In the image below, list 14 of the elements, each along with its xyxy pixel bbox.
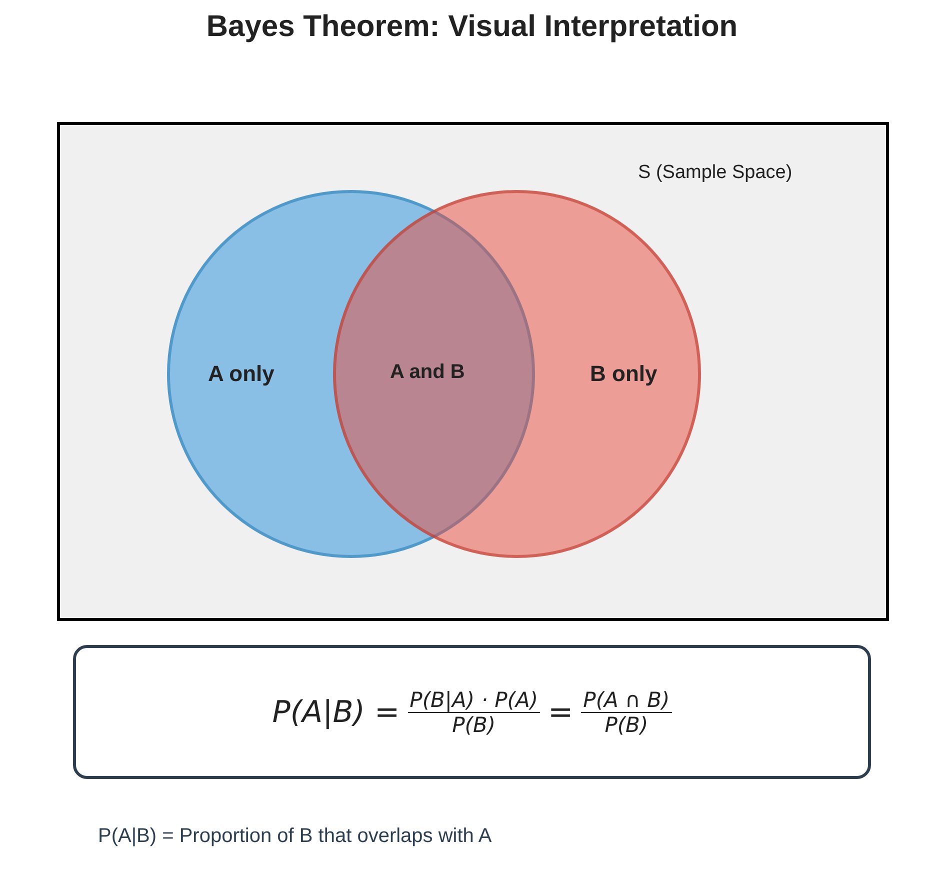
title: Bayes Theorem: Visual Interpretation bbox=[205, 10, 739, 44]
formula-text: = bbox=[548, 694, 574, 730]
fraction-denominator: P(B) bbox=[604, 712, 650, 736]
formula-box bbox=[73, 645, 871, 779]
region-label: B only bbox=[590, 361, 658, 387]
formula-text: P(A|B) = bbox=[272, 694, 400, 730]
fraction-numerator: P(A ∩ B) bbox=[581, 688, 672, 712]
sample-space-box bbox=[57, 122, 889, 621]
sample-space-label: S (Sample Space) bbox=[638, 162, 792, 184]
overlap-label: A and B bbox=[390, 361, 465, 384]
footnote: P(A|B) = Proportion of B that overlaps with A bbox=[98, 825, 492, 848]
fraction-numerator: P(B|A) · P(A) bbox=[408, 688, 540, 712]
region-label: A only bbox=[208, 361, 274, 387]
fraction-denominator: P(B) bbox=[451, 712, 497, 736]
